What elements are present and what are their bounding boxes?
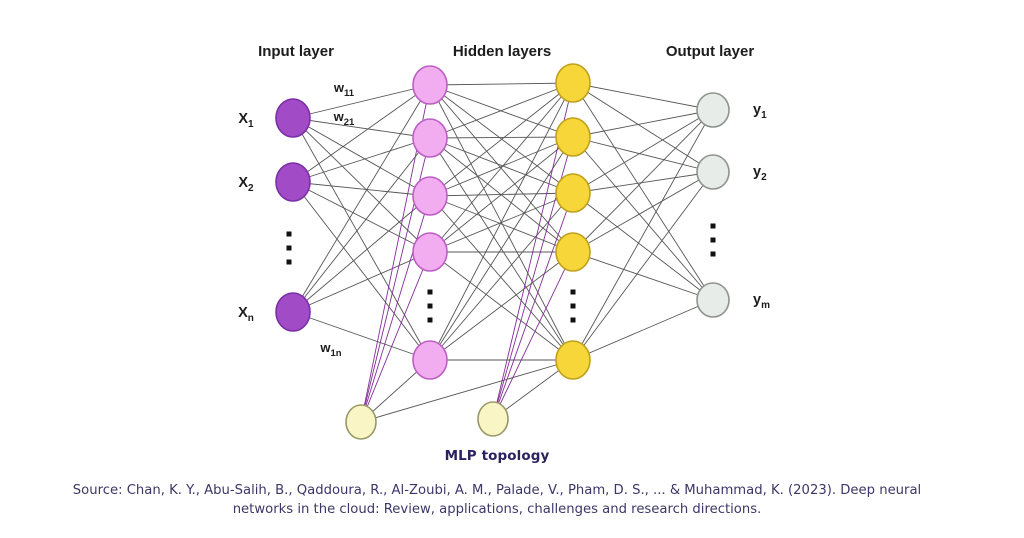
ellipsis-dot bbox=[427, 303, 433, 309]
ellipsis-dot bbox=[710, 223, 716, 229]
connection-line-input-hidden1 bbox=[292, 84, 431, 313]
connection-line-hidden2-output bbox=[572, 82, 714, 111]
connection-line-hidden2-output bbox=[572, 109, 714, 361]
node-label-y1: y1 bbox=[753, 102, 767, 121]
connection-line-input-hidden1 bbox=[292, 84, 431, 119]
node-hidden2-4 bbox=[555, 232, 591, 272]
node-label-Xn: Xn bbox=[238, 305, 254, 324]
source-citation-line2: networks in the cloud: Review, applicati… bbox=[232, 501, 762, 517]
connection-line-input-hidden1 bbox=[292, 137, 431, 313]
connection-line-hidden1-hidden2 bbox=[429, 136, 574, 253]
connection-line-input-hidden1 bbox=[292, 117, 431, 361]
connection-line-hidden2-output bbox=[572, 82, 714, 301]
node-hidden1-3 bbox=[412, 176, 448, 216]
ellipsis-dot bbox=[570, 303, 576, 309]
connection-line-hidden1-hidden2 bbox=[429, 82, 574, 86]
connection-line-input-hidden1 bbox=[292, 251, 431, 313]
weight-label-w11: w11 bbox=[333, 80, 355, 99]
bias-connection-line bbox=[360, 359, 574, 423]
node-hidden1-4 bbox=[412, 232, 448, 272]
connection-line-hidden2-output bbox=[572, 109, 714, 194]
connection-line-input-hidden1 bbox=[292, 117, 431, 139]
weight-label-w1n: w1n bbox=[319, 340, 341, 359]
network-diagram: Input layer Hidden layers Output layerX1X2… bbox=[238, 43, 770, 440]
connection-line-input-hidden1 bbox=[292, 181, 431, 197]
ellipsis-dot bbox=[286, 231, 292, 237]
connection-line-hidden2-output bbox=[572, 299, 714, 361]
node-output-2 bbox=[696, 154, 730, 190]
layer-label: Output layer bbox=[666, 43, 755, 60]
connection-line-input-hidden1 bbox=[292, 181, 431, 253]
connection-line-hidden1-hidden2 bbox=[429, 136, 574, 139]
connection-line-hidden2-output bbox=[572, 136, 714, 301]
node-output-1 bbox=[696, 92, 730, 128]
node-hidden1-1 bbox=[412, 65, 448, 105]
ellipsis-dot bbox=[570, 317, 576, 323]
connection-line-input-hidden1 bbox=[292, 117, 431, 197]
bias-connection-line bbox=[360, 195, 431, 423]
figure-caption: MLP topology bbox=[444, 448, 550, 464]
ellipsis-dot bbox=[710, 251, 716, 257]
connection-line-hidden1-hidden2 bbox=[429, 82, 574, 361]
connection-line-hidden1-hidden2 bbox=[429, 84, 574, 138]
node-label-X2: X2 bbox=[238, 175, 254, 194]
connection-line-input-hidden1 bbox=[292, 195, 431, 313]
connection-line-input-hidden1 bbox=[292, 137, 431, 183]
ellipsis-dot bbox=[286, 259, 292, 265]
node-input-1 bbox=[275, 98, 311, 138]
connection-line-hidden2-output bbox=[572, 171, 714, 361]
connection-line-hidden2-output bbox=[572, 136, 714, 173]
node-hidden2-3 bbox=[555, 173, 591, 213]
connection-line-input-hidden1 bbox=[292, 181, 431, 361]
connection-line-input-hidden1 bbox=[292, 311, 431, 361]
node-label-y2: y2 bbox=[753, 164, 767, 183]
node-input-2 bbox=[275, 162, 311, 202]
node-bias-1 bbox=[345, 404, 377, 440]
connection-line-hidden1-hidden2 bbox=[429, 84, 574, 253]
connection-line-hidden2-output bbox=[572, 251, 714, 301]
connection-line-input-hidden1 bbox=[292, 117, 431, 253]
connection-line-hidden1-hidden2 bbox=[429, 136, 574, 197]
bias-connection-line bbox=[492, 192, 574, 420]
connection-line-hidden2-output bbox=[572, 171, 714, 253]
connection-line-input-hidden1 bbox=[292, 84, 431, 183]
connection-line-hidden2-output bbox=[572, 192, 714, 301]
layer-label: Hidden layers bbox=[453, 43, 551, 60]
ellipsis-dot bbox=[286, 245, 292, 251]
connection-line-hidden1-hidden2 bbox=[429, 195, 574, 253]
node-bias-2 bbox=[477, 401, 509, 437]
ellipsis-dot bbox=[710, 237, 716, 243]
layer-label: Input layer bbox=[258, 43, 334, 60]
connection-line-hidden2-output bbox=[572, 82, 714, 173]
connection-line-hidden1-hidden2 bbox=[429, 82, 574, 139]
node-label-ym: ym bbox=[753, 292, 770, 311]
node-label-X1: X1 bbox=[238, 111, 254, 130]
connection-line-hidden2-output bbox=[572, 171, 714, 194]
node-hidden1-5 bbox=[412, 340, 448, 380]
bias-connection-line bbox=[492, 251, 574, 420]
connection-line-hidden1-hidden2 bbox=[429, 82, 574, 253]
node-hidden2-1 bbox=[555, 63, 591, 103]
connection-line-hidden1-hidden2 bbox=[429, 136, 574, 361]
bias-connection-line bbox=[360, 251, 431, 423]
ellipsis-dot bbox=[427, 289, 433, 295]
connection-line-hidden2-output bbox=[572, 109, 714, 138]
source-citation-line1: Source: Chan, K. Y., Abu-Salih, B., Qadd… bbox=[72, 483, 922, 498]
ellipsis-dot bbox=[570, 289, 576, 295]
weight-label-w21: w21 bbox=[333, 109, 355, 128]
connection-line-hidden1-hidden2 bbox=[429, 192, 574, 253]
connection-line-hidden1-hidden2 bbox=[429, 251, 574, 361]
node-hidden2-5 bbox=[555, 340, 591, 380]
connection-line-hidden1-hidden2 bbox=[429, 82, 574, 197]
connection-line-hidden2-output bbox=[572, 109, 714, 253]
node-hidden1-2 bbox=[412, 118, 448, 158]
node-input-3 bbox=[275, 292, 311, 332]
ellipsis-dot bbox=[427, 317, 433, 323]
source-citation: Source: Chan, K. Y., Abu-Salih, B., Qadd… bbox=[0, 482, 994, 519]
node-output-3 bbox=[696, 282, 730, 318]
node-hidden2-2 bbox=[555, 117, 591, 157]
